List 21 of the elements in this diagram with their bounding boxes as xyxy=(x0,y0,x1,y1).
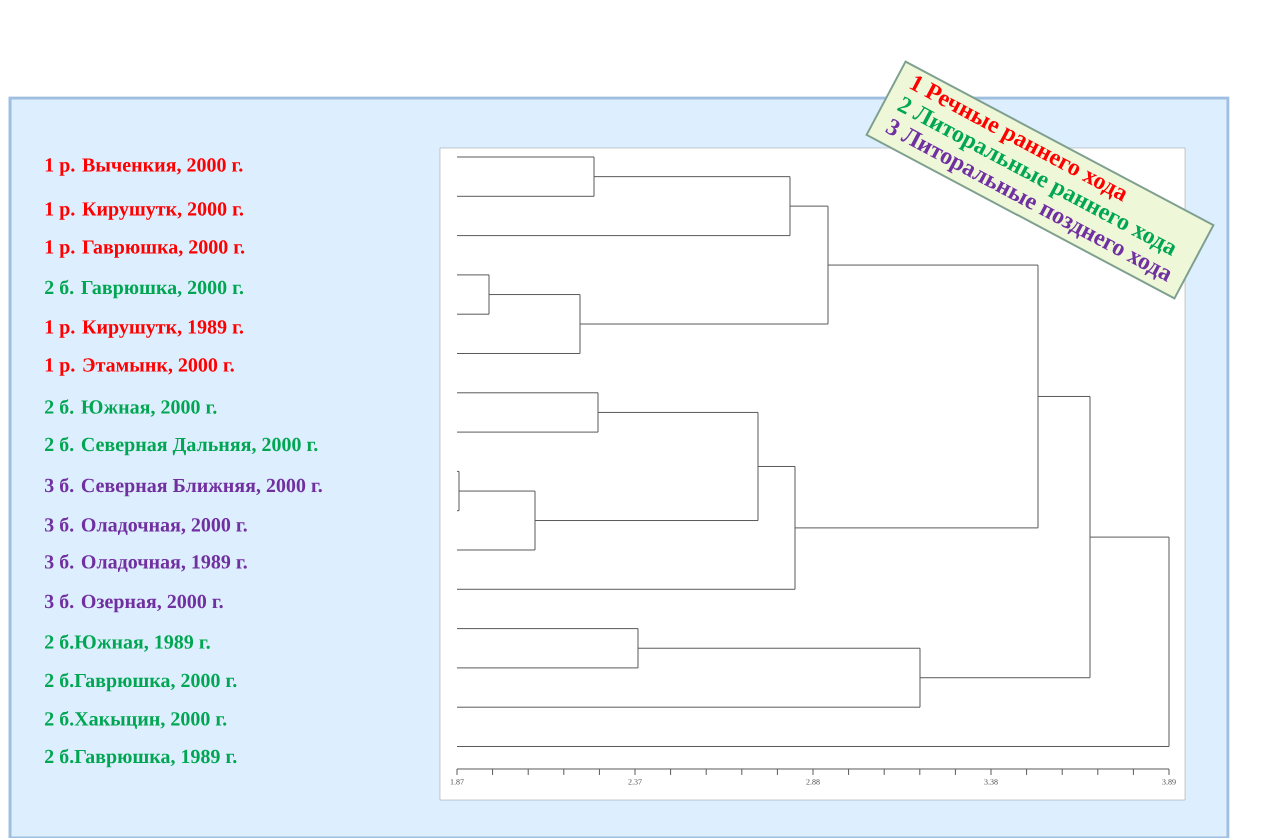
tick-label: 2.37 xyxy=(628,779,642,785)
sample-label: 1 р. Выченкия, 2000 г. xyxy=(45,158,243,176)
sample-label: 1 р. Этамынк, 2000 г. xyxy=(45,358,234,376)
sample-label: 2 б.Гаврюшка, 2000 г. xyxy=(45,672,237,692)
sample-label: 1 р. Кирушутк, 1989 г. xyxy=(45,320,244,338)
tick-label: 3.89 xyxy=(1162,779,1176,785)
sample-label: 3 б. Северная Ближняя, 2000 г. xyxy=(44,477,322,497)
sample-label: 2 б.Хакыцин, 2000 г. xyxy=(45,711,227,729)
sample-label: 3 б. Оладочная, 1989 г. xyxy=(44,554,247,572)
tick-label: 3.38 xyxy=(984,779,998,785)
sample-label: 1 р. Кирушутк, 2000 г. xyxy=(45,202,244,220)
sample-label: 2 б. Северная Дальняя, 2000 г. xyxy=(45,436,318,456)
tick-label: 2.88 xyxy=(806,779,820,785)
sample-label: 2 б. Южная, 2000 г. xyxy=(45,399,217,417)
sample-label: 3 б. Озерная, 2000 г. xyxy=(44,593,223,613)
sample-label: 2 б.Гаврюшка, 1989 г. xyxy=(45,748,237,768)
sample-label: 2 б.Южная, 1989 г. xyxy=(45,634,210,652)
sample-label: 1 р. Гаврюшка, 2000 г. xyxy=(45,240,245,258)
sample-label: 2 б. Гаврюшка, 2000 г. xyxy=(45,279,244,299)
sample-label: 3 б. Оладочная, 2000 г. xyxy=(44,517,247,535)
tick-label: 1.87 xyxy=(450,779,464,785)
